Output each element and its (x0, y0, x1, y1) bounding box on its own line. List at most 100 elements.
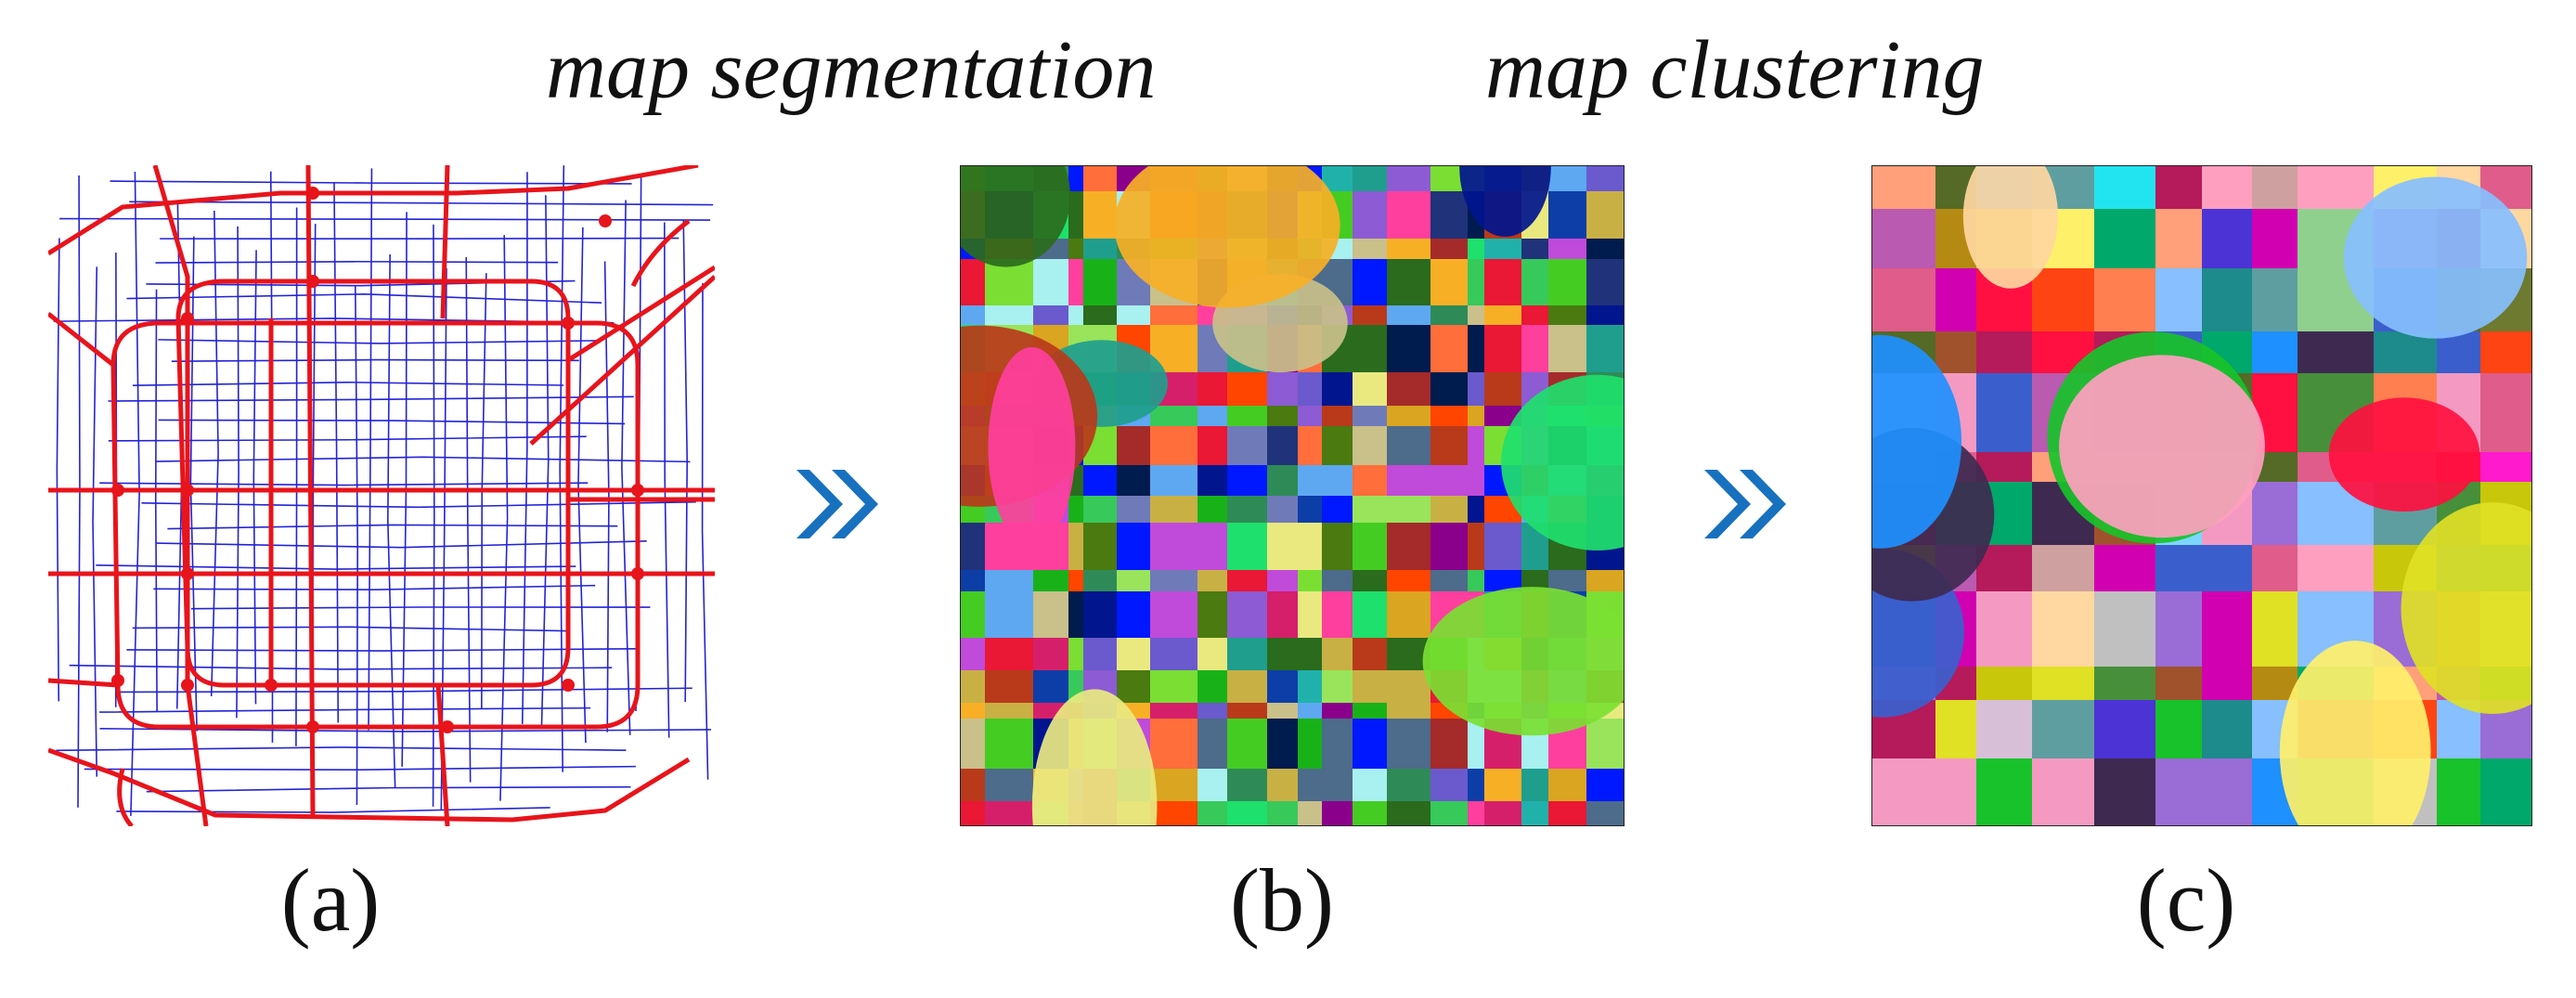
region-cell (985, 769, 1034, 802)
major-road (529, 275, 715, 446)
region-blob (960, 165, 1071, 267)
region-cell (2155, 758, 2203, 826)
region-cell (1387, 259, 1431, 306)
minor-road (126, 293, 602, 304)
minor-road (114, 687, 693, 693)
region-cell (1150, 406, 1198, 427)
region-cell (1548, 570, 1587, 592)
region-cell (1117, 465, 1151, 497)
region-cell (1267, 496, 1299, 524)
region-cell (1150, 496, 1198, 524)
region-cell (1430, 769, 1469, 802)
region-blob (1501, 374, 1625, 551)
region-cell (1227, 719, 1268, 770)
major-road (48, 747, 691, 823)
region-cell (2252, 482, 2298, 546)
region-cell (2374, 331, 2438, 374)
region-cell (1322, 769, 1353, 802)
region-cell (2298, 545, 2375, 592)
minor-road (171, 358, 579, 362)
minor-road (56, 746, 627, 752)
region-cell (1387, 769, 1431, 802)
region-cell (1298, 570, 1323, 592)
panel-border (1871, 165, 2532, 826)
region-cell (2155, 165, 2203, 210)
region-cell (1267, 769, 1299, 802)
region-cell (2155, 268, 2203, 332)
region-cell (1298, 523, 1323, 571)
major-road (48, 165, 699, 256)
region-cell (985, 703, 1034, 719)
region-cell (1197, 670, 1228, 704)
region-cell (1353, 769, 1388, 802)
region-cell (2480, 373, 2532, 453)
region-blob (1459, 165, 1551, 238)
region-cell (2155, 591, 2203, 667)
region-cell (1353, 570, 1388, 592)
region-cell (1083, 191, 1118, 240)
region-cell (1353, 191, 1388, 240)
region-cell (2252, 165, 2298, 210)
region-cell (1430, 719, 1469, 770)
region-cell (1322, 496, 1353, 524)
region-cell (1353, 239, 1388, 260)
region-cell (960, 719, 986, 770)
region-cell (1521, 769, 1549, 802)
region-cell (1430, 801, 1469, 826)
region-cell (1586, 259, 1625, 306)
region-cell (2298, 165, 2375, 210)
region-cell (1068, 523, 1084, 571)
region-cell (2437, 331, 2481, 374)
region-cell (1227, 372, 1268, 407)
junction (599, 214, 612, 227)
region-cell (2480, 758, 2532, 826)
region-cell (1353, 426, 1388, 466)
region-cell (985, 305, 1034, 326)
region-cell (1586, 769, 1625, 802)
road-network-map (48, 165, 715, 826)
region-cell (985, 670, 1034, 704)
region-cell (960, 523, 986, 571)
region-cell (1197, 769, 1228, 802)
region-cell (1150, 570, 1198, 592)
region-cell (1935, 758, 1977, 826)
caption-c: (c) (2136, 850, 2236, 950)
minor-road (84, 765, 636, 771)
minor-road (158, 419, 626, 425)
region-cell (1548, 305, 1587, 326)
minor-road (621, 200, 631, 735)
region-cell (1586, 305, 1625, 326)
region-blob (2059, 355, 2265, 538)
minor-road (167, 524, 618, 530)
major-road (440, 165, 450, 319)
region-cell (1468, 769, 1485, 802)
region-cell (1033, 591, 1069, 639)
junction (631, 567, 644, 580)
region-blob (1031, 689, 1158, 826)
minor-road (603, 261, 610, 732)
minor-road (153, 584, 596, 590)
region-cell (1083, 570, 1118, 592)
region-cell (1387, 239, 1431, 260)
minor-road (155, 540, 647, 549)
major-roads (48, 165, 715, 826)
major-road (48, 312, 115, 367)
region-cell (2202, 591, 2253, 667)
region-cell (1068, 165, 1084, 192)
region-cell (1150, 670, 1198, 704)
region-cell (2155, 667, 2203, 701)
region-cell (1484, 325, 1522, 373)
region-cell (1387, 523, 1431, 571)
region-cell (1322, 426, 1353, 466)
minor-road (160, 237, 680, 240)
minor-road (99, 728, 711, 732)
region-cell (2094, 268, 2156, 332)
region-cell (1117, 570, 1151, 592)
region-blob (1422, 587, 1625, 736)
region-cell (960, 259, 986, 306)
region-cell (985, 638, 1034, 671)
region-cell (1033, 670, 1069, 704)
region-cell (1197, 638, 1228, 671)
junction (265, 679, 278, 692)
region-cell (1484, 372, 1522, 407)
